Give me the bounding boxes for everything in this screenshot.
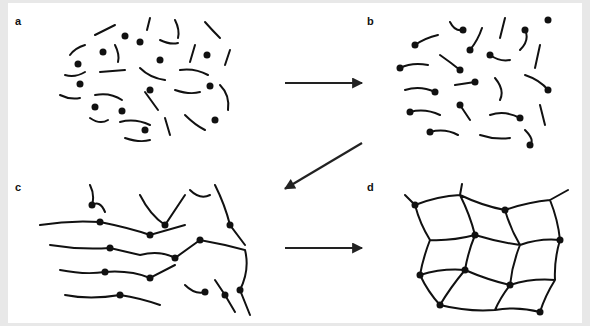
crosslinker-dot — [119, 108, 126, 115]
figure-ground — [8, 3, 582, 323]
crosslinker-dot — [212, 117, 219, 124]
chain-strand — [60, 18, 230, 141]
crosslinker-dot — [107, 245, 114, 252]
crosslinker-dot — [557, 237, 564, 244]
network-strand — [405, 184, 568, 312]
crosslinker-dot — [537, 309, 544, 316]
crosslinker-dot — [507, 282, 514, 289]
crosslinker-dot — [204, 52, 211, 59]
crosslinker-dot — [97, 219, 104, 226]
crosslinker-dot — [147, 232, 154, 239]
crosslinker-dot — [92, 104, 99, 111]
crosslinker-dot — [142, 127, 149, 134]
crosslinker-dot — [397, 17, 552, 149]
crosslinker-dot — [100, 49, 107, 56]
chain-strand — [40, 185, 250, 315]
crosslinker-dot — [545, 87, 552, 94]
panel: c — [10, 174, 285, 322]
crosslinker-dot — [417, 272, 424, 279]
chain-strand — [60, 18, 230, 141]
crosslinker-dot — [472, 232, 479, 239]
reaction-arrow — [285, 143, 362, 189]
network-strand — [405, 184, 568, 312]
crosslinker-dot — [162, 222, 169, 229]
crosslinker-dot — [457, 67, 464, 74]
chain-strand — [40, 185, 250, 315]
crosslinker-dot — [89, 202, 96, 209]
crosslinker-dot — [222, 292, 229, 299]
crosslinker-dot — [157, 57, 164, 64]
panel: d — [362, 174, 580, 322]
panel-letter: c — [15, 181, 21, 194]
panel-letter: a — [15, 15, 21, 28]
crosslinker-dot — [147, 87, 154, 94]
chain-strand — [400, 18, 548, 145]
panel-letter: d — [367, 181, 374, 194]
crosslinker-dot — [460, 27, 467, 34]
crosslinker-dot — [427, 129, 434, 136]
crosslinker-dot — [412, 42, 419, 49]
crosslinker-dot — [237, 287, 244, 294]
reaction-arrow — [285, 247, 362, 249]
reaction-arrow — [285, 82, 362, 84]
crosslinker-dot — [412, 202, 564, 316]
crosslinker-dot — [437, 302, 444, 309]
crosslinker-dot — [457, 102, 464, 109]
crosslinker-dot — [397, 65, 404, 72]
crosslinker-dot — [472, 79, 479, 86]
crosslinker-dot — [462, 267, 469, 274]
crosslinker-dot — [487, 52, 494, 59]
crosslinker-dot — [75, 33, 219, 134]
crosslinker-dot — [75, 61, 82, 68]
crosslinker-dot — [77, 81, 84, 88]
crosslinker-dot — [117, 292, 124, 299]
crosslinker-dot — [202, 289, 209, 296]
crosslinker-dot — [502, 207, 509, 214]
crosslinker-dot — [527, 142, 534, 149]
panel: b — [362, 8, 580, 158]
crosslinker-dot — [89, 202, 244, 299]
crosslinker-dot — [407, 109, 414, 116]
crosslinker-dot — [102, 269, 109, 276]
panel-letter: b — [367, 15, 374, 28]
crosslinker-dot — [522, 27, 529, 34]
crosslinker-dot — [432, 89, 439, 96]
crosslinker-dot — [147, 275, 154, 282]
crosslinker-dot — [172, 255, 179, 262]
crosslinker-dot — [197, 237, 204, 244]
crosslinker-dot — [207, 83, 214, 90]
panel: a — [10, 8, 285, 158]
crosslinker-dot — [517, 115, 524, 122]
crosslinker-dot — [412, 202, 419, 209]
crosslinker-dot — [227, 222, 234, 229]
chain-strand — [400, 18, 548, 145]
crosslinker-dot — [467, 47, 474, 54]
crosslinker-dot — [122, 33, 129, 40]
crosslinker-dot — [137, 39, 144, 46]
crosslinker-dot — [545, 17, 552, 24]
